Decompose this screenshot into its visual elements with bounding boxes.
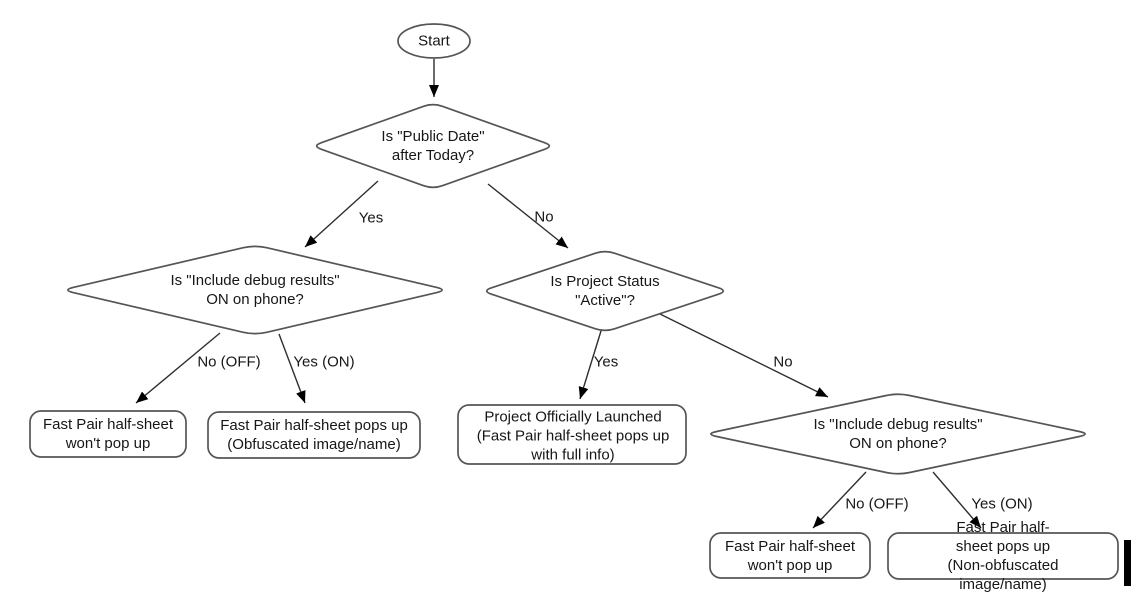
decision-project-status-shape xyxy=(485,250,725,332)
result-no-popup-right-shape xyxy=(709,532,871,579)
text-cursor xyxy=(1124,540,1131,586)
edge-debug-left-no-off xyxy=(135,332,221,404)
edge-debug-left-yes-on xyxy=(278,333,306,404)
edge-project-status-no xyxy=(659,313,829,398)
result-obfuscated-popup-shape xyxy=(207,411,421,459)
start-terminator-shape xyxy=(397,23,471,59)
edge-public-date-no xyxy=(487,183,569,249)
decision-debug-right-shape xyxy=(709,393,1086,475)
edge-project-status-yes xyxy=(578,330,602,400)
result-no-popup-left-shape xyxy=(29,410,187,458)
edge-debug-right-yes-on xyxy=(932,471,982,529)
edge-debug-right-no-off xyxy=(812,471,867,529)
result-launched-shape xyxy=(457,404,687,465)
decision-public-date-shape xyxy=(315,103,551,189)
result-non-obfuscated-popup-shape xyxy=(887,532,1119,580)
decision-debug-left-shape xyxy=(67,245,444,335)
edge-public-date-yes xyxy=(304,180,379,248)
